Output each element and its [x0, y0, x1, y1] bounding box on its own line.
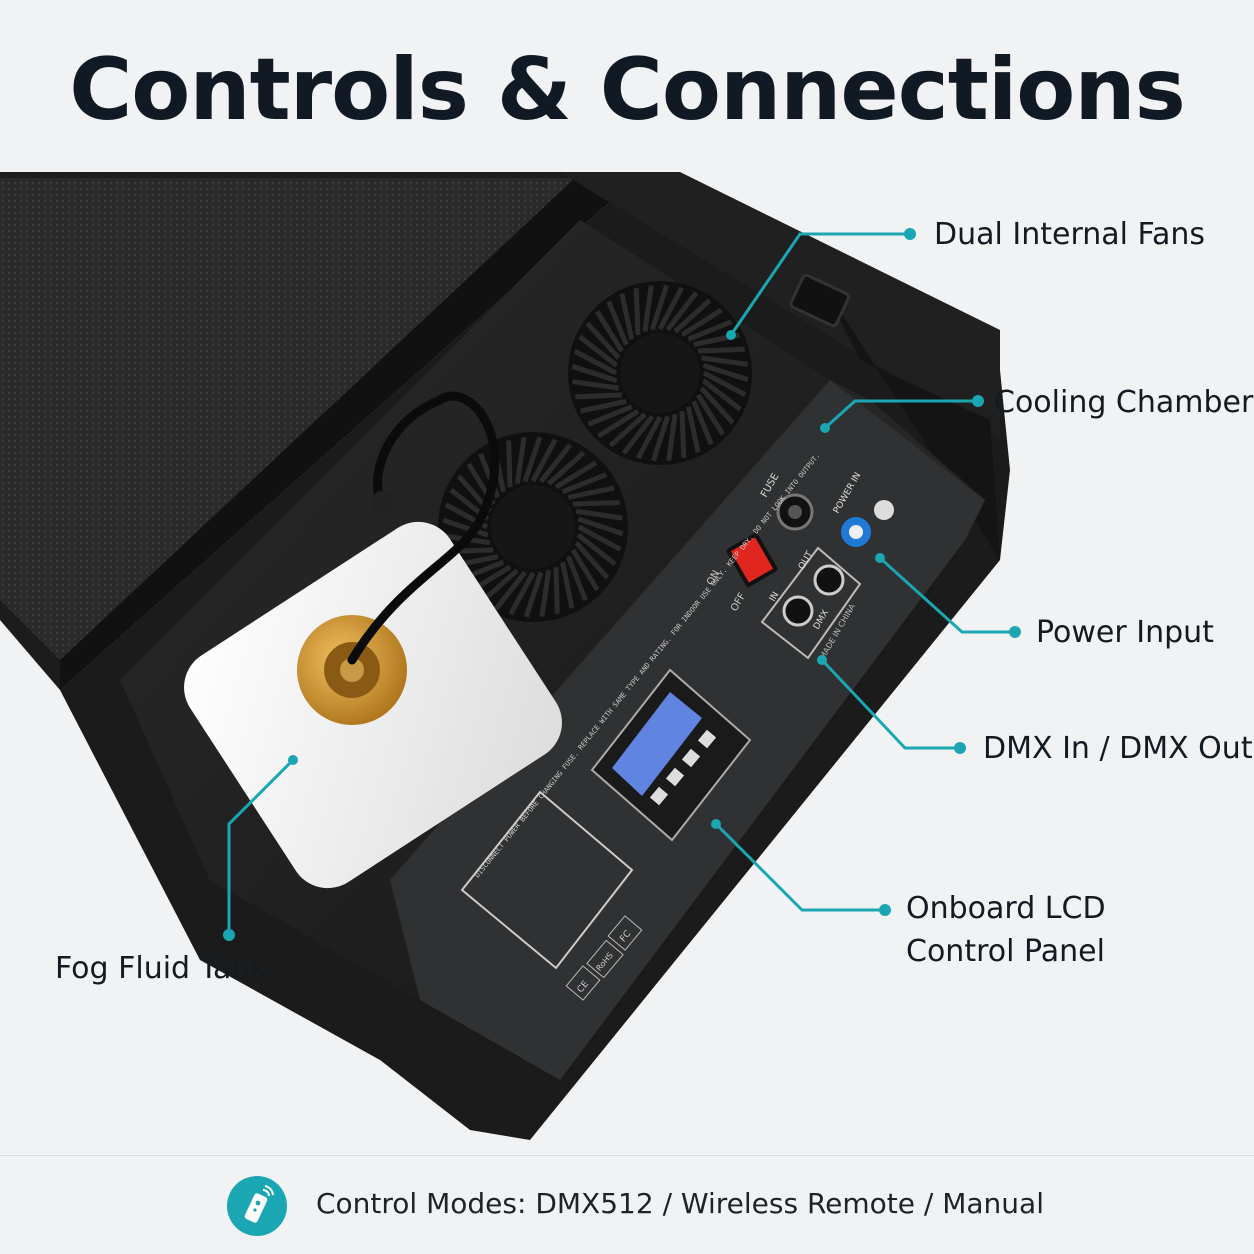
line-lcd — [714, 822, 885, 912]
dmx-ports — [760, 546, 862, 660]
fuse-holder — [776, 493, 814, 531]
remote-control-icon — [227, 1176, 287, 1236]
callout-fog-fluid-tank: Fog Fluid Tank — [55, 951, 268, 986]
fan-upper — [568, 281, 752, 465]
callout-lcd-line2: Control Panel — [906, 933, 1105, 969]
product-photo: ON OFF FUSE POWER IN IN OUT DMX MADE IN … — [0, 172, 1021, 1140]
case-lid — [0, 172, 612, 690]
callout-lcd-line1: Onboard LCD — [906, 891, 1106, 926]
footer-divider — [0, 1155, 1254, 1156]
dmx-in-label: IN — [768, 590, 781, 603]
line-fans — [729, 232, 910, 336]
line-power — [878, 556, 1015, 634]
page-title: Controls & Connections — [69, 40, 1186, 140]
callout-dots — [223, 228, 1021, 941]
line-dmx — [820, 658, 960, 750]
line-tank — [227, 758, 295, 935]
line-cooling — [823, 399, 978, 430]
callout-lines — [227, 232, 1015, 935]
lcd-control-panel — [590, 668, 752, 842]
lcd-screen — [612, 692, 702, 796]
callout-dual-internal-fans: Dual Internal Fans — [934, 217, 1206, 252]
fog-fluid-tank — [184, 521, 562, 889]
fluid-hose — [347, 391, 500, 665]
power-switch — [726, 533, 778, 587]
callout-power-input: Power Input — [1036, 615, 1214, 650]
callout-cooling-chamber: Cooling Chamber — [994, 385, 1254, 420]
power-in-connector — [841, 517, 871, 547]
callout-dmx: DMX In / DMX Out — [983, 731, 1253, 766]
footer-control-modes: Control Modes: DMX512 / Wireless Remote … — [316, 1187, 1044, 1220]
callout-onboard-lcd: Onboard LCD Control Panel — [906, 888, 1106, 973]
